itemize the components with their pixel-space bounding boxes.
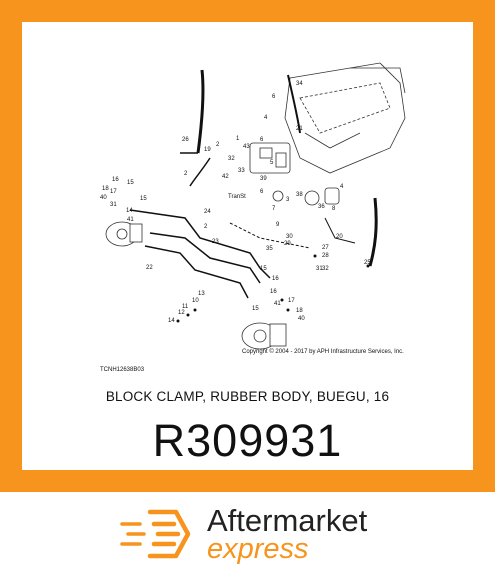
callout: 15 (140, 196, 147, 202)
callout: 15 (260, 266, 267, 272)
callout: 26 (182, 137, 189, 143)
callout: 39 (260, 176, 267, 182)
callout: 16 (112, 177, 119, 183)
callout: 6 (260, 189, 264, 195)
callout: 8 (332, 206, 336, 212)
callout: 3 (286, 197, 290, 203)
callout: 41 (127, 217, 134, 223)
bottom-pump (241, 322, 287, 350)
callout: 6 (260, 137, 264, 143)
callout: 16 (270, 289, 277, 295)
brand-name-line1: Aftermarket (207, 503, 368, 538)
callout: 22 (146, 265, 153, 271)
callout: 2 (184, 171, 188, 177)
hexagon-e-icon (120, 509, 191, 559)
diagram-card (22, 22, 473, 470)
callout: 25 (364, 260, 371, 266)
callout: 12 (178, 310, 185, 316)
callout: 2 (216, 142, 220, 148)
callout: 32 (228, 156, 235, 162)
callout: 31 (316, 266, 323, 272)
callout: 6 (272, 94, 276, 100)
callout: 21 (296, 126, 303, 132)
hose-lines (129, 69, 378, 299)
callout: 40 (100, 195, 107, 201)
callout: 38 (296, 192, 303, 198)
callout: 2 (204, 224, 208, 230)
callout: 17 (110, 189, 117, 195)
callout: 11 (182, 304, 189, 310)
callout: 10 (192, 298, 199, 304)
callout: 4 (340, 184, 344, 190)
callout: 4 (264, 115, 268, 121)
manifold-cluster (249, 142, 340, 206)
left-pump (105, 221, 143, 247)
callout: 29 (284, 241, 291, 247)
part-description: BLOCK CLAMP, RUBBER BODY, BUEGU, 16 (105, 389, 390, 404)
callout: 17 (288, 298, 295, 304)
callout: 14 (126, 208, 133, 214)
callout: 42 (222, 174, 229, 180)
callout: 34 (296, 81, 303, 87)
diagram-code: TCNH12638B03 (100, 367, 145, 373)
callout: 7 (272, 206, 276, 212)
callout: 1 (236, 136, 240, 142)
callout: 31 (110, 202, 117, 208)
callout: 9 (276, 222, 280, 228)
callout: 19 (204, 147, 211, 153)
callout: 43 (243, 144, 250, 150)
brand-footer (0, 492, 495, 575)
callout: 32 (322, 266, 329, 272)
callout: 36 (318, 204, 325, 210)
callout: 15 (127, 180, 134, 186)
callout: 20 (336, 234, 343, 240)
callout: 14 (168, 318, 175, 324)
callout-labels: 34 6 21 26 1 43 6 19 2 32 33 42 39 4 5 2… (100, 81, 371, 324)
callout: 35 (266, 246, 273, 252)
callout: 28 (322, 253, 329, 259)
brand-name-line2: express (207, 533, 309, 565)
callout: 30 (286, 234, 293, 240)
callout: 5 (270, 160, 274, 166)
callout: 27 (322, 245, 329, 251)
callout: 41 (274, 301, 281, 307)
engine-outline (284, 62, 406, 174)
copyright-note: Copyright © 2004 - 2017 by APH Infrastru… (242, 348, 404, 355)
callout: 15 (252, 306, 259, 312)
callout: 23 (212, 239, 219, 245)
callout: 18 (102, 186, 109, 192)
callout: 33 (238, 168, 245, 174)
part-number: R309931 (152, 415, 343, 466)
callout: 24 (204, 209, 211, 215)
parts-diagram: 34 6 21 26 1 43 6 19 2 32 33 42 39 4 5 2… (100, 62, 406, 373)
callout: 18 (296, 308, 303, 314)
watermark-text: TranSt (228, 194, 246, 200)
callout: 16 (272, 276, 279, 282)
callout: 40 (298, 316, 305, 322)
bolt-group (176, 254, 370, 323)
callout: 13 (198, 291, 205, 297)
